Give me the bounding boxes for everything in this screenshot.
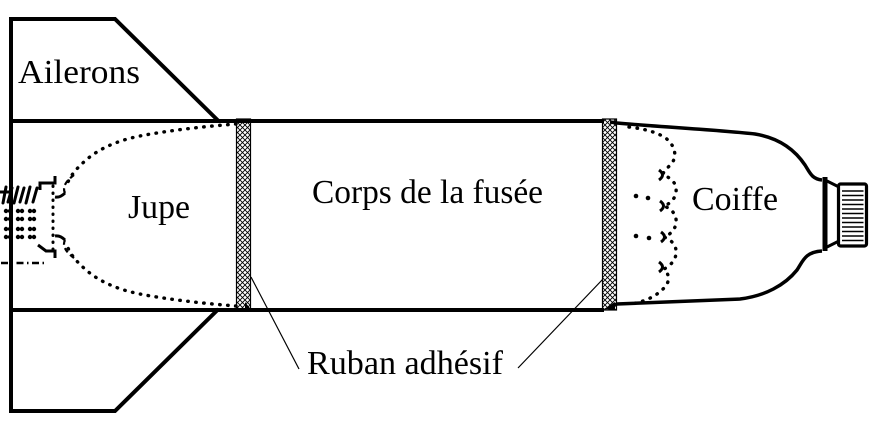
leader-line-right (517, 278, 604, 369)
fin-bottom-shape (11, 307, 220, 413)
tape-band-left (235, 118, 253, 312)
label-jupe: Jupe (128, 189, 190, 226)
label-ailerons: Ailerons (18, 54, 140, 91)
label-corps-de-la-fusee: Corps de la fusée (312, 174, 543, 211)
petaloid-base-outline (627, 125, 678, 306)
nozzle-neck-outline (37, 176, 57, 258)
bottle-cap (836, 182, 869, 248)
fin-top-shape (11, 17, 220, 123)
tape-band-right (601, 118, 618, 311)
leader-line-left (250, 276, 300, 370)
label-ruban-adhesif: Ruban adhésif (307, 345, 504, 382)
inner-bottle-dome-outline (54, 122, 238, 308)
nozzle-threads (0, 185, 46, 265)
nose-cone-bottle-outline (609, 120, 823, 309)
label-coiffe: Coiffe (692, 181, 778, 218)
